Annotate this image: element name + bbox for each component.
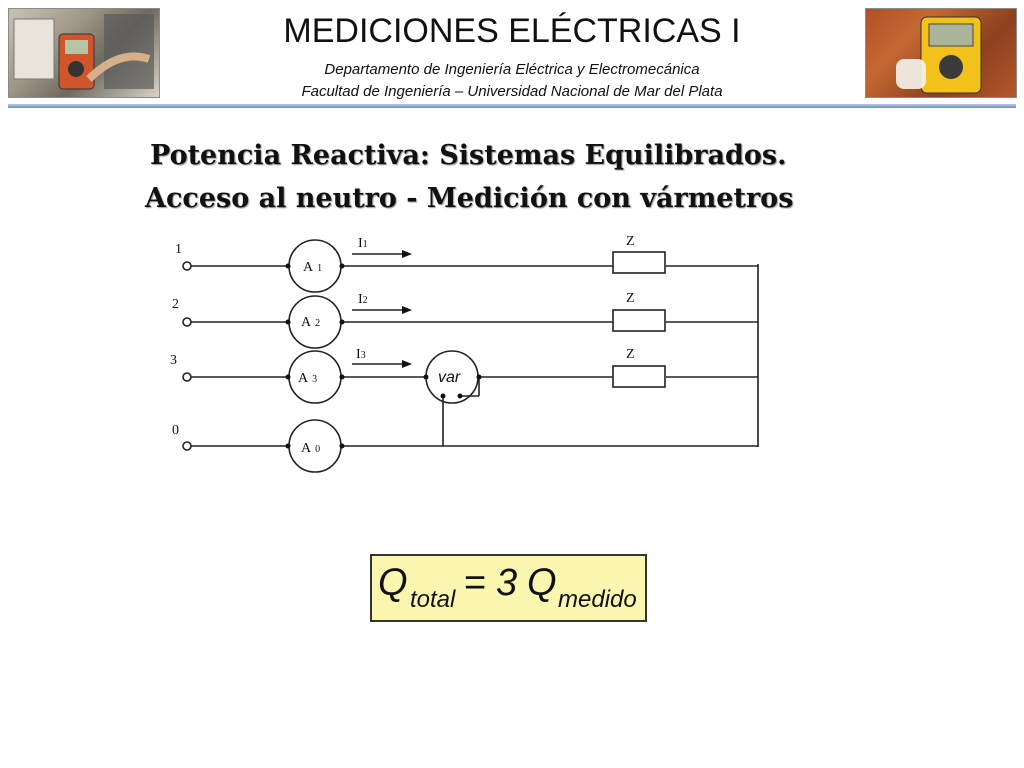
formula-equals: =	[464, 562, 487, 604]
impedance-2	[612, 309, 666, 332]
header-photo-right	[865, 8, 1017, 98]
current-arrow-3	[402, 360, 412, 368]
terminal-2	[182, 317, 192, 327]
terminal-3	[182, 372, 192, 382]
svg-text:A1: A1	[303, 260, 322, 275]
terminal-label-0: 0	[172, 423, 179, 438]
terminal-neutral	[182, 441, 192, 451]
current-label-3: I	[356, 347, 361, 362]
current-sub-3: 3	[361, 350, 366, 361]
formula-rhs: Q	[527, 562, 557, 604]
svg-text:A3: A3	[298, 371, 317, 386]
impedance-label-3: Z	[626, 347, 635, 362]
ammeter-label-3: A	[298, 371, 309, 386]
impedance-label-1: Z	[626, 234, 635, 249]
svg-text:A0: A0	[301, 441, 320, 456]
terminal-label-2: 2	[172, 297, 179, 312]
ammeter-sub-1: 1	[317, 263, 322, 274]
header-divider	[8, 104, 1016, 108]
ammeter-sub-2: 2	[315, 318, 320, 329]
current-arrow-1	[402, 250, 412, 258]
slide-heading: Potencia Reactiva: Sistemas Equilibrados…	[150, 140, 787, 171]
faculty-subtitle: Facultad de Ingeniería – Universidad Nac…	[301, 83, 723, 100]
ammeter-sub-0: 0	[315, 444, 320, 455]
svg-text:I3: I3	[356, 347, 366, 362]
current-arrow-2	[402, 306, 412, 314]
current-sub-2: 2	[363, 295, 368, 306]
formula-box: Q total = 3 Q medido	[370, 554, 647, 622]
current-label-2: I	[358, 292, 363, 307]
current-label-1: I	[358, 236, 363, 251]
formula-coefficient: 3	[496, 562, 518, 604]
ammeter-sub-3: 3	[312, 374, 317, 385]
formula-rhs-sub: medido	[558, 586, 637, 613]
formula-lhs: Q	[378, 562, 408, 604]
header-photo-left	[8, 8, 160, 98]
impedance-label-2: Z	[626, 291, 635, 306]
page-title: MEDICIONES ELÉCTRICAS I	[283, 12, 741, 50]
department-subtitle: Departamento de Ingeniería Eléctrica y E…	[324, 61, 700, 78]
terminal-1	[182, 261, 192, 271]
header: MEDICIONES ELÉCTRICAS I Departamento de …	[0, 0, 1024, 112]
current-sub-1: 1	[363, 239, 368, 250]
slide-subheading: Acceso al neutro - Medición con vármetro…	[145, 183, 794, 214]
terminal-label-1: 1	[175, 242, 182, 257]
ammeter-label-0: A	[301, 441, 312, 456]
formula-lhs-sub: total	[410, 586, 456, 613]
impedance-1	[612, 251, 666, 274]
varmeter-label: var	[438, 369, 461, 386]
ammeter-label-1: A	[303, 260, 314, 275]
svg-text:I2: I2	[358, 292, 368, 307]
ammeter-label-2: A	[301, 315, 312, 330]
svg-text:I1: I1	[358, 236, 368, 251]
ammeter-1	[288, 239, 342, 293]
svg-text:A2: A2	[301, 315, 320, 330]
impedance-3	[612, 365, 666, 388]
terminal-label-3: 3	[170, 353, 177, 368]
